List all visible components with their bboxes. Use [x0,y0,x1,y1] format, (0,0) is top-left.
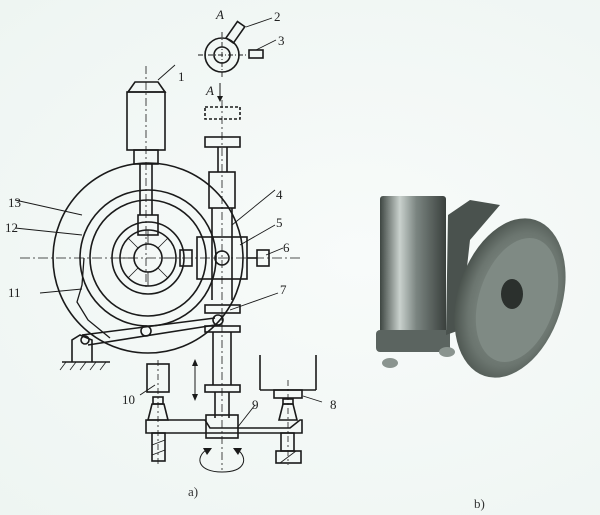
part-label-13: 13 [8,195,21,210]
tool-arm [139,355,323,473]
section-label-a-arrow: A [206,83,214,98]
caption-a: a) [188,484,199,499]
lever-linkage [59,317,216,371]
part-label-12: 12 [5,220,18,235]
part-label-5: 5 [276,215,283,230]
caption-b: b) [474,496,485,511]
part-label-3: 3 [278,33,285,48]
part-label-6: 6 [283,240,290,255]
part-label-7: 7 [280,282,287,297]
part-label-8: 8 [330,397,337,412]
column-assembly [196,100,284,470]
part-label-1: 1 [178,69,185,84]
motor-1 [126,64,176,290]
part-label-9: 9 [252,397,259,412]
part-label-10: 10 [122,392,135,407]
section-view-a [198,17,277,102]
disc-assembly [14,162,300,354]
part-label-2: 2 [274,9,281,24]
part-label-4: 4 [276,187,283,202]
section-label-a-top: A [216,7,224,22]
photo-tool-changer [376,196,566,378]
part-label-11: 11 [8,285,21,300]
